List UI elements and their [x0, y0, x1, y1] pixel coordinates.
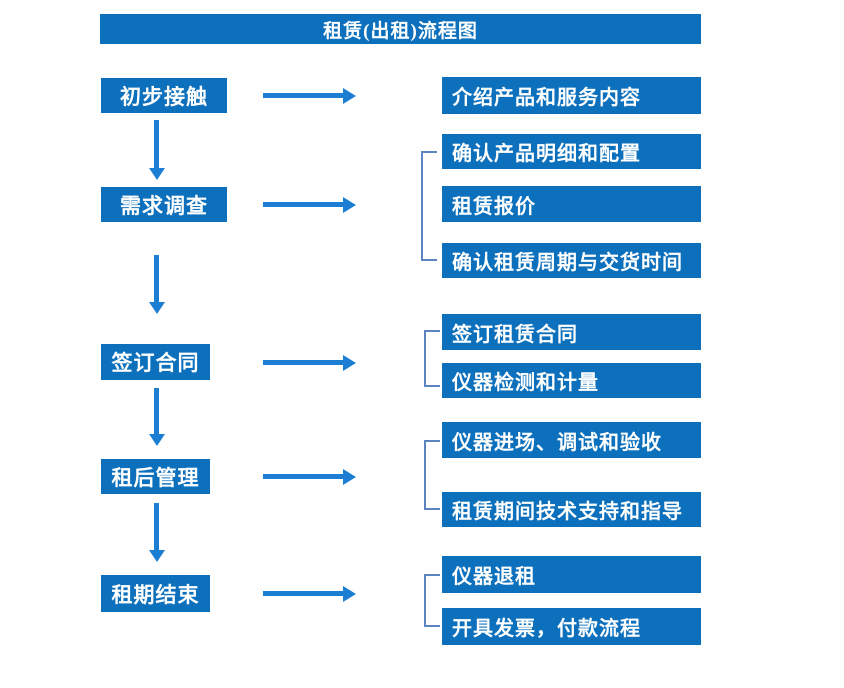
arrow-down-icon-4	[154, 503, 159, 550]
bracket-group-1	[421, 151, 437, 261]
arrow-down-icon-2	[154, 255, 159, 302]
arrow-right-icon-5	[263, 591, 343, 596]
arrow-right-icon-3	[263, 360, 343, 365]
step-box-post-rental-management: 租后管理	[101, 459, 210, 494]
bracket-group-2	[424, 330, 440, 387]
detail-box-confirm-period-delivery: 确认租赁周期与交货时间	[442, 243, 701, 278]
step-box-demand-survey: 需求调查	[101, 187, 227, 222]
step-box-sign-contract: 签订合同	[101, 344, 210, 380]
detail-box-sign-rental-contract: 签订租赁合同	[442, 314, 701, 350]
arrow-right-icon-2	[263, 202, 343, 207]
detail-box-instrument-arrival-acceptance: 仪器进场、调试和验收	[442, 422, 701, 458]
bracket-group-4	[424, 574, 440, 627]
detail-box-intro-products-services: 介绍产品和服务内容	[442, 77, 701, 114]
detail-box-confirm-product-config: 确认产品明细和配置	[442, 134, 701, 169]
step-box-rental-end: 租期结束	[101, 575, 210, 612]
arrow-down-icon-3	[154, 388, 159, 434]
flowchart-title: 租赁(出租)流程图	[100, 14, 701, 44]
detail-box-tech-support: 租赁期间技术支持和指导	[442, 492, 701, 527]
detail-box-instrument-testing: 仪器检测和计量	[442, 363, 701, 398]
step-box-initial-contact: 初步接触	[101, 78, 227, 113]
arrow-down-icon-1	[154, 120, 159, 168]
detail-box-instrument-return: 仪器退租	[442, 556, 701, 593]
detail-box-invoice-payment: 开具发票，付款流程	[442, 608, 701, 645]
detail-box-rental-quote: 租赁报价	[442, 186, 701, 222]
bracket-group-3	[424, 440, 440, 510]
arrow-right-icon-1	[263, 93, 343, 98]
arrow-right-icon-4	[263, 474, 343, 479]
